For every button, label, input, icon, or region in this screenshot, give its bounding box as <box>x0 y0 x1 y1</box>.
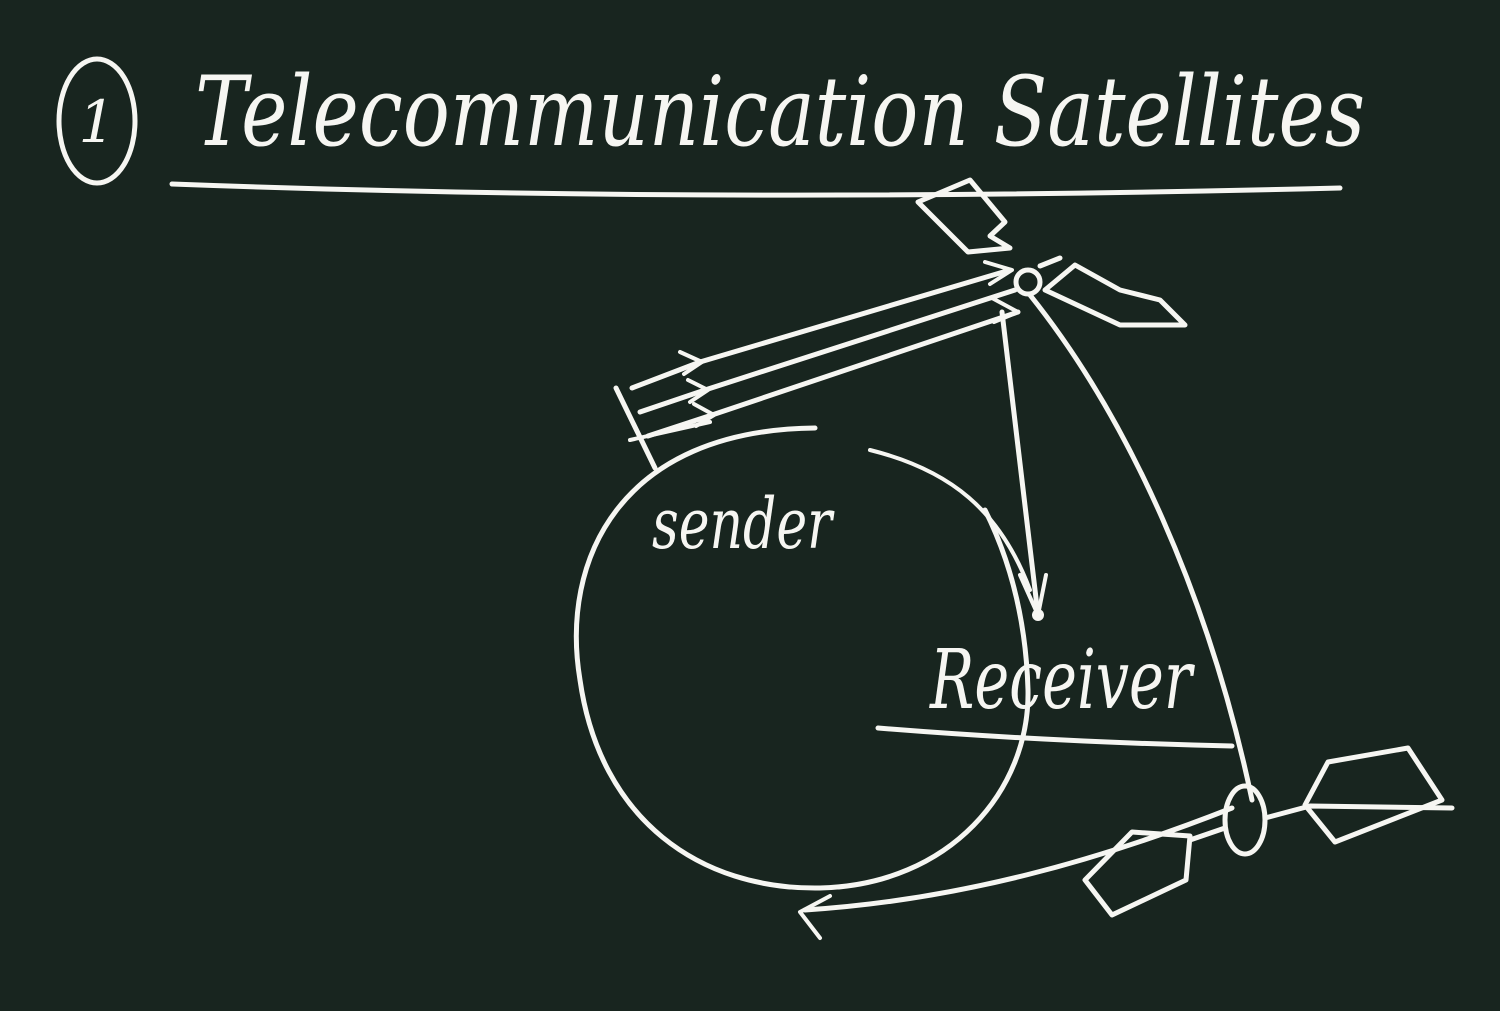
uplink-beam-2 <box>637 287 1018 415</box>
earth-circle <box>573 425 1031 891</box>
satellite-bottom-panel-right <box>1302 745 1445 845</box>
page-title: Telecommunication Satellites <box>195 56 1365 168</box>
heading-number-circle <box>56 56 138 186</box>
receiver-dot <box>1032 609 1044 621</box>
receiver-horizon-line <box>875 725 1235 749</box>
bottom-downlink <box>802 805 1235 913</box>
satellite-icon <box>1082 745 1455 918</box>
relay-link <box>1027 292 1255 803</box>
uplink-arrowhead-4 <box>983 260 1014 286</box>
bottom-downlink-arrowhead <box>798 894 832 940</box>
heading-number: 1 <box>79 88 116 156</box>
downlink-beam <box>999 309 1048 621</box>
satellite-top-panel-upper <box>915 177 1013 255</box>
heading: 1 Telecommunication Satellites <box>56 56 1365 198</box>
uplink-beam-3 <box>645 309 1021 439</box>
uplink-arrowhead-3 <box>692 402 716 428</box>
sender-label: sender <box>652 483 835 565</box>
title-underline <box>169 181 1343 198</box>
satellite-top-panel-lower <box>1042 262 1188 328</box>
earth-curvature-arrow <box>868 448 1032 592</box>
uplink-beams <box>629 260 1021 439</box>
satellite-bottom-panel-left <box>1082 829 1193 918</box>
uplink-arrowhead-2 <box>686 378 710 404</box>
receiver-label: Receiver <box>929 633 1196 728</box>
satellite-icon <box>915 177 1188 328</box>
uplink-arrowhead-1 <box>678 350 704 376</box>
